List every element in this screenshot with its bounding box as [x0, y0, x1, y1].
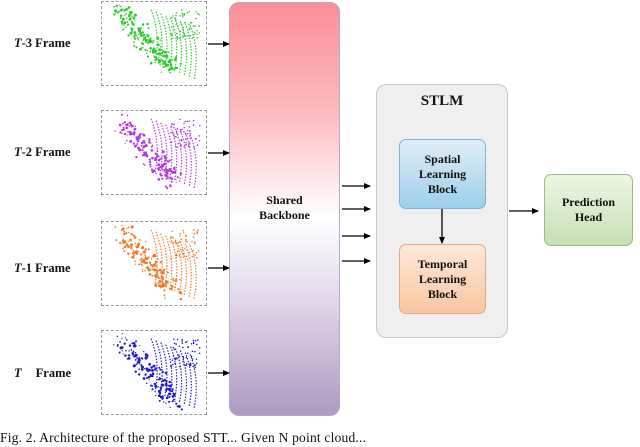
- figure-caption: Fig. 2. Architecture of the proposed STT…: [0, 430, 367, 445]
- temporal-learning-block: Temporal Learning Block: [399, 244, 486, 314]
- frame-label-t-2: T-2 Frame: [14, 145, 71, 159]
- frame-label-t-3: T-3 Frame: [14, 36, 71, 50]
- point-cloud-t-1: [101, 221, 207, 306]
- spatial-learning-block: Spatial Learning Block: [399, 139, 486, 209]
- point-cloud-t-2: [101, 110, 207, 195]
- shared-backbone-label: Shared Backbone: [259, 193, 310, 222]
- shared-backbone: Shared Backbone: [229, 2, 340, 416]
- frame-label-t-1: T-1 Frame: [14, 261, 71, 275]
- prediction-head: Prediction Head: [544, 174, 633, 246]
- point-cloud-t: [101, 330, 207, 415]
- point-cloud-t-3: [101, 1, 207, 86]
- stlm-title: STLM: [420, 93, 464, 109]
